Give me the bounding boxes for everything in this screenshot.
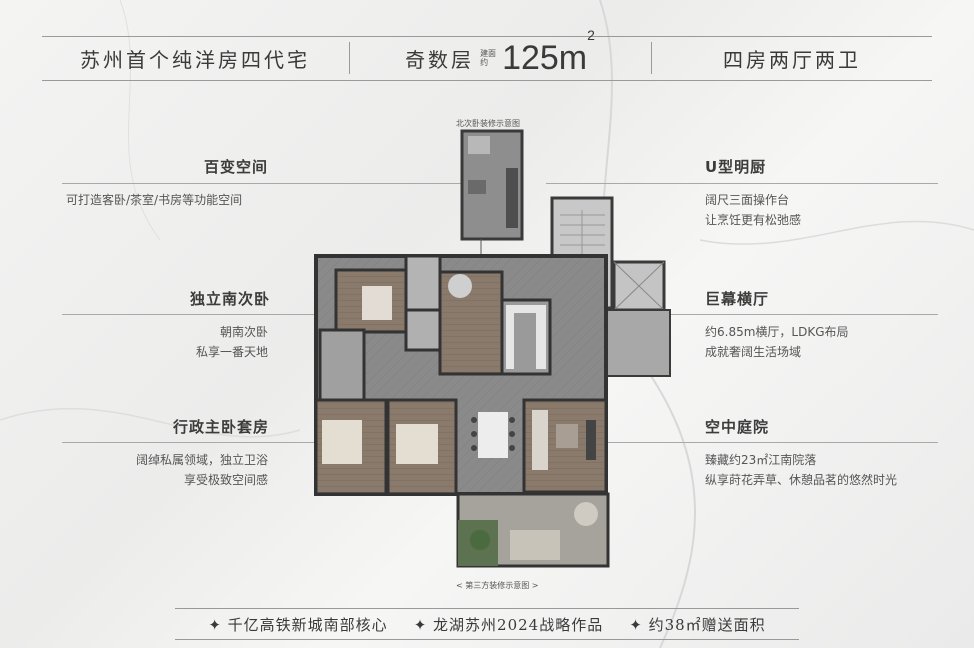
feature-rule-master-suite (62, 442, 372, 443)
area-value: 125m2 (502, 26, 595, 77)
feature-desc-sky-garden: 臻藏约23㎡江南院落 纵享莳花弄草、休憩品茗的悠然时光 (705, 453, 898, 487)
feature-desc-flexible-space: 可打造客卧/茶室/书房等功能空间 (66, 193, 243, 207)
feature-rule-u-kitchen (546, 183, 938, 184)
floor-type: 奇数层 (405, 47, 475, 72)
footer-item: ✦ 千亿高铁新城南部核心 (208, 615, 388, 634)
header-slogan: 苏州首个纯洋房四代宅 (80, 47, 310, 72)
feature-rule-south-bedroom (62, 314, 352, 315)
header-divider-2 (651, 42, 652, 74)
feature-title-sky-garden: 空中庭院 (705, 418, 770, 436)
footer-bar: ✦ 千亿高铁新城南部核心 ✦ 龙湖苏州2024战略作品 ✦ 约38㎡赠送面积 (175, 608, 799, 640)
feature-desc-wide-hall: 约6.85m横厅，LDKG布局 成就奢阔生活场域 (705, 325, 849, 359)
footer-top-rule (175, 608, 799, 609)
plan-caption: < 第三方装修示意图 > (456, 581, 539, 590)
header-bottom-rule (42, 80, 932, 81)
feature-title-wide-hall: 巨幕横厅 (705, 290, 770, 308)
feature-rule-sky-garden (606, 442, 938, 443)
header-top-rule (42, 36, 932, 37)
inset-caption: 北次卧装修示意图 (456, 119, 520, 128)
feature-desc-south-bedroom: 朝南次卧 私享一番天地 (195, 325, 268, 359)
feature-rule-wide-hall (574, 314, 938, 315)
sky-garden (456, 492, 610, 568)
header-layout: 四房两厅两卫 (723, 47, 861, 72)
feature-desc-u-kitchen: 阔尺三面操作台 让烹饪更有松弛感 (705, 193, 802, 227)
feature-title-flexible-space: 百变空间 (204, 158, 269, 176)
feature-desc-master-suite: 阔绰私属领域，独立卫浴 享受极致空间感 (135, 453, 268, 487)
feature-title-master-suite: 行政主卧套房 (173, 418, 270, 436)
feature-title-u-kitchen: U型明厨 (705, 158, 767, 176)
header-divider-1 (349, 42, 350, 74)
footer-item: ✦ 龙湖苏州2024战略作品 (413, 615, 604, 634)
feature-rule-flexible-space (62, 183, 484, 184)
area-label: 建面 约 (480, 49, 497, 67)
feature-title-south-bedroom: 独立南次卧 (190, 290, 271, 308)
footer-item: ✦ 约38㎡赠送面积 (629, 615, 766, 634)
apartment (314, 254, 608, 496)
footer-items: ✦ 千亿高铁新城南部核心 ✦ 龙湖苏州2024战略作品 ✦ 约38㎡赠送面积 (175, 608, 799, 640)
header-area-block: 奇数层 建面 约 125m2 (350, 26, 650, 78)
footer-bottom-rule (175, 639, 799, 640)
inset-north-bedroom (460, 129, 524, 270)
